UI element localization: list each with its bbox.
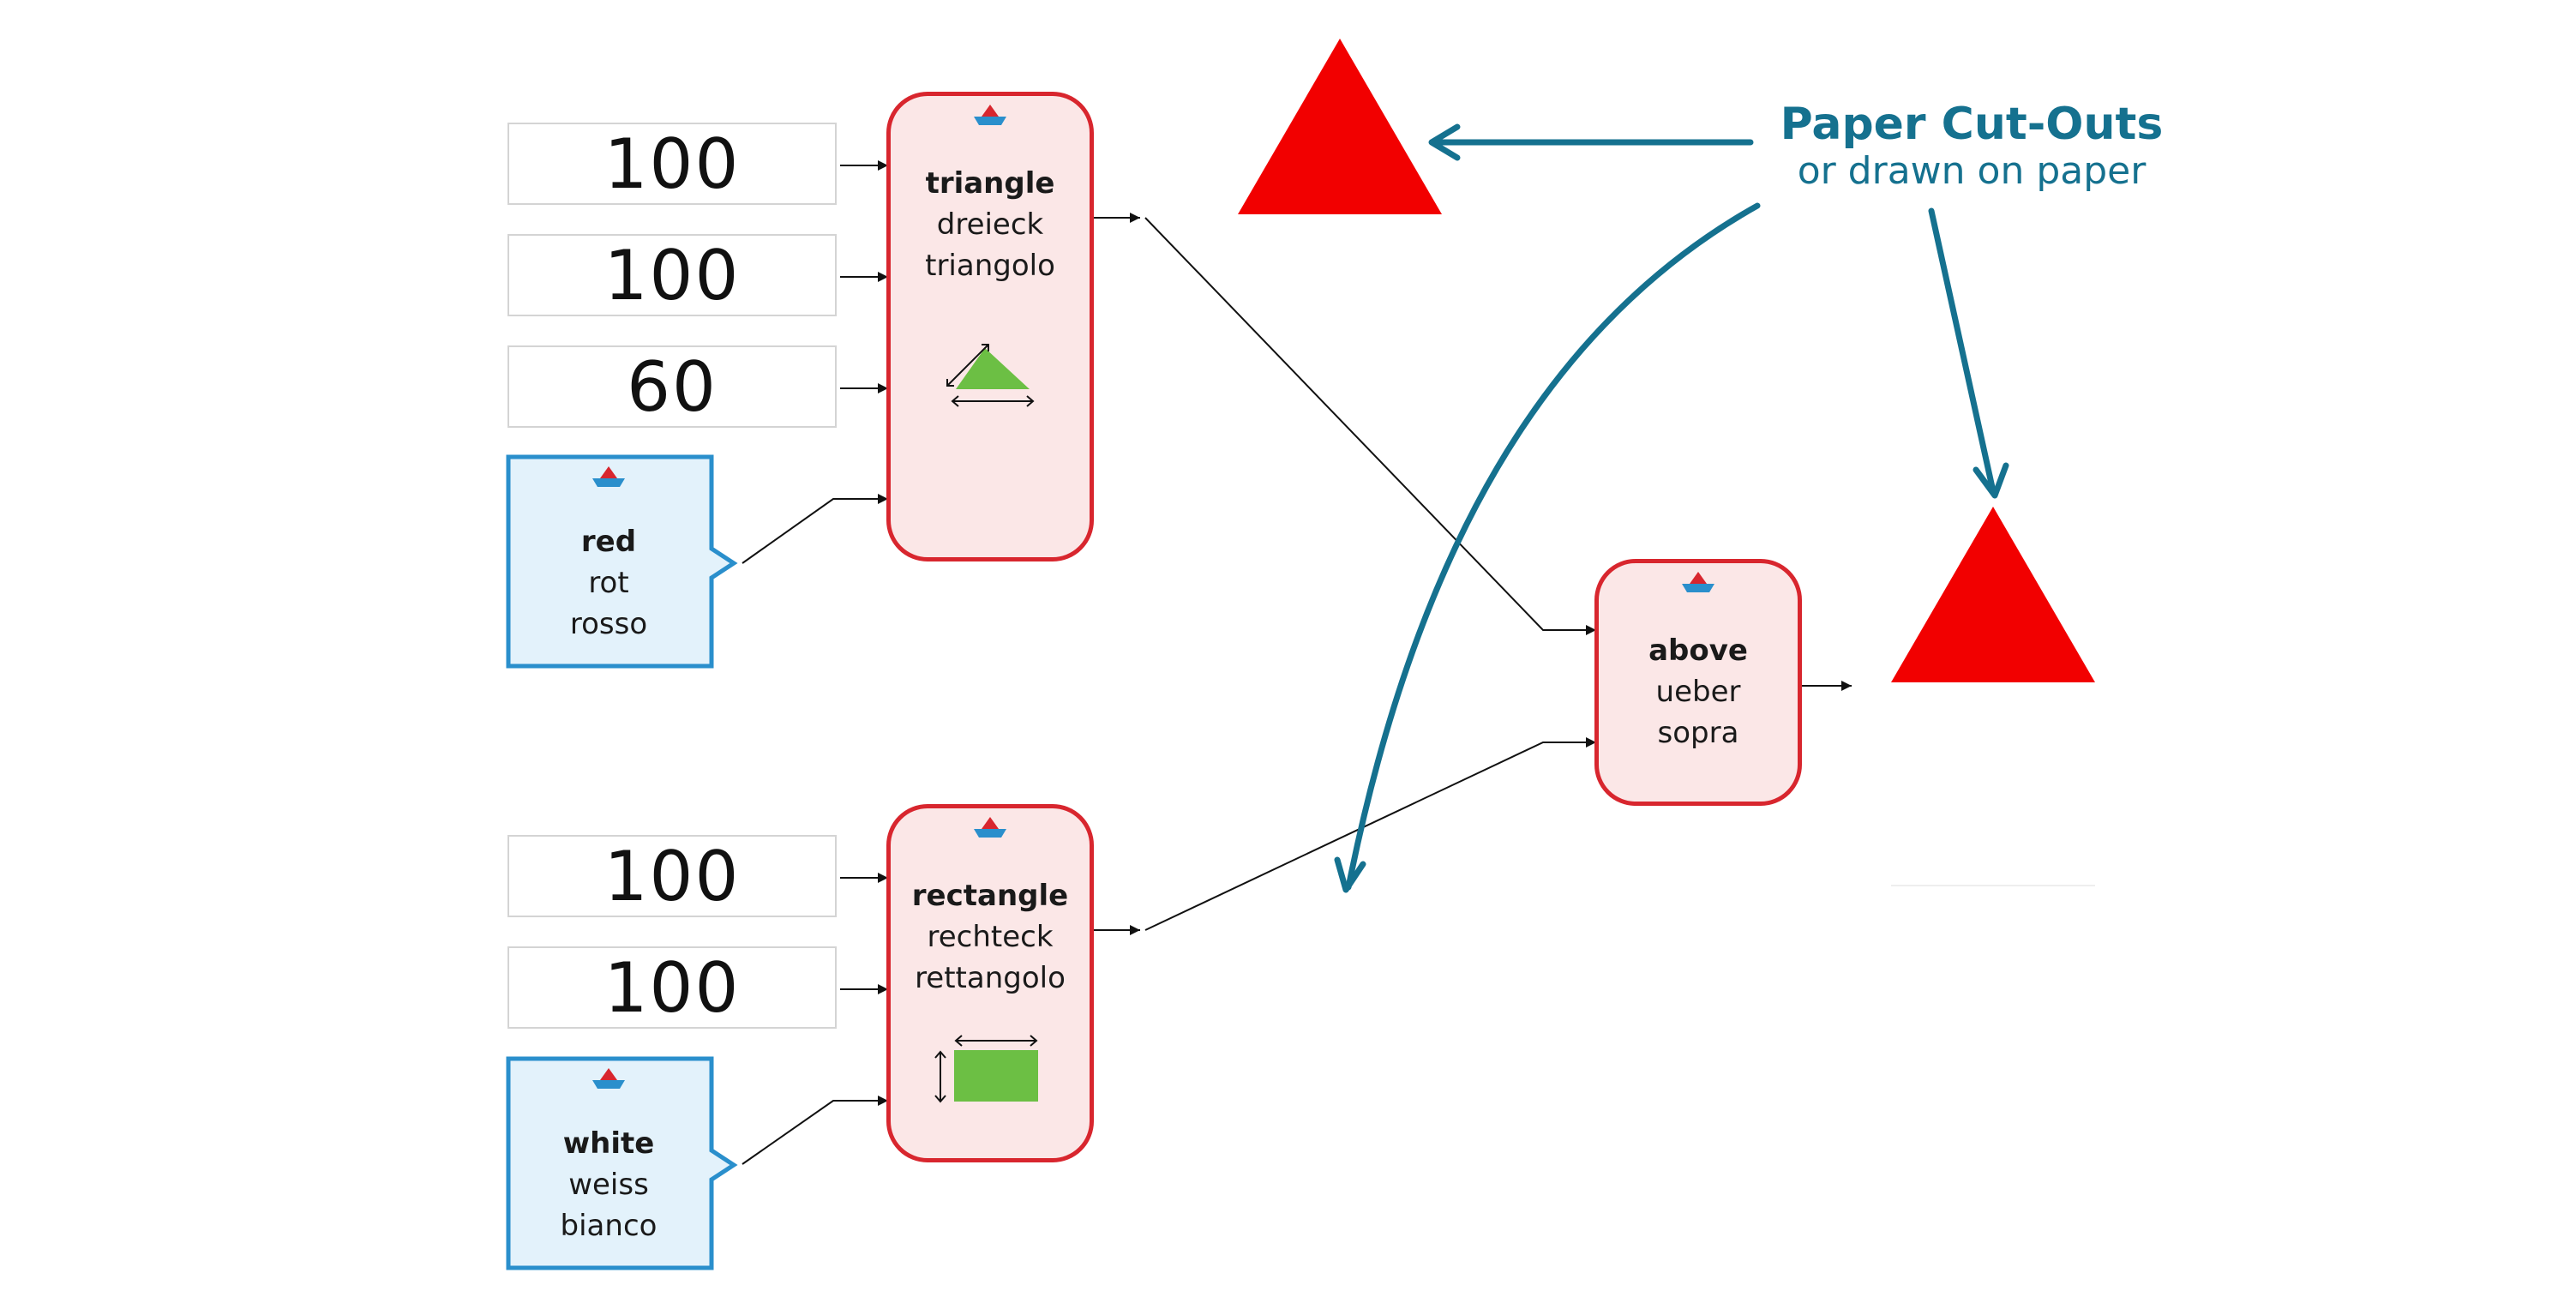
boat-icon (1682, 572, 1714, 592)
white-label-it: bianco (560, 1209, 658, 1243)
rectangle-block[interactable]: rectangle rechteck rettangolo (886, 804, 1094, 1162)
rectangle-label-en: rectangle (911, 879, 1069, 913)
above-block[interactable]: above ueber sopra (1594, 559, 1802, 806)
arrow-head-result (1973, 462, 2009, 499)
arrow-head-top-triangle (1428, 123, 1461, 161)
above-label-it: sopra (1657, 716, 1739, 750)
number-input-triangle-size-1[interactable]: 100 (507, 123, 837, 205)
paper-triangle-top (1238, 39, 1442, 214)
color-block-white[interactable]: white weiss bianco (506, 1056, 746, 1270)
white-label-de: weiss (568, 1168, 649, 1202)
arrow-head-canvas (1334, 856, 1366, 893)
above-label-de: ueber (1655, 675, 1741, 709)
red-label-it: rosso (569, 607, 648, 641)
triangle-block[interactable]: triangle dreieck triangolo (886, 92, 1094, 561)
number-input-triangle-angle[interactable]: 60 (507, 345, 837, 428)
color-card-shape (506, 454, 738, 669)
number-input-rectangle-height[interactable]: 100 (507, 946, 837, 1029)
triangle-label-de: dreieck (936, 207, 1044, 242)
color-block-red[interactable]: red rot rosso (506, 454, 746, 669)
boat-icon (592, 466, 625, 487)
triangle-label-en: triangle (925, 166, 1055, 201)
rectangle-label-de: rechteck (927, 920, 1054, 954)
number-input-rectangle-width[interactable]: 100 (507, 835, 837, 917)
connector-red-to-triangle (742, 498, 840, 564)
red-label-en: red (580, 525, 637, 559)
above-label-en: above (1648, 633, 1748, 668)
arrow-to-canvas-curve (1345, 202, 1761, 891)
rectangle-label-it: rettangolo (915, 961, 1066, 995)
annotation-arrows (1334, 123, 2009, 893)
red-label-de: rot (588, 566, 629, 600)
annotation-subtitle: or drawn on paper (1797, 149, 2147, 193)
rectangle-shape-icon (934, 1035, 1038, 1103)
triangle-label-it: triangolo (925, 249, 1055, 283)
paper-triangle-result (1891, 507, 2095, 682)
annotation-title: Paper Cut-Outs (1780, 99, 2164, 150)
number-input-triangle-size-2[interactable]: 100 (507, 234, 837, 316)
color-card-shape (506, 1056, 738, 1270)
boat-icon (592, 1068, 625, 1089)
arrow-to-result-triangle (1928, 207, 1997, 495)
boat-icon (974, 105, 1006, 125)
boat-icon (974, 817, 1006, 838)
connector-rectangle-to-above (1144, 742, 1548, 931)
paper-cutouts-annotation: Paper Cut-Outs or drawn on paper (1749, 99, 2195, 194)
connector-triangle-to-above (1144, 217, 1548, 631)
connector-white-to-rectangle (742, 1100, 840, 1165)
white-label-en: white (562, 1126, 655, 1161)
triangle-shape-icon (946, 344, 1035, 407)
